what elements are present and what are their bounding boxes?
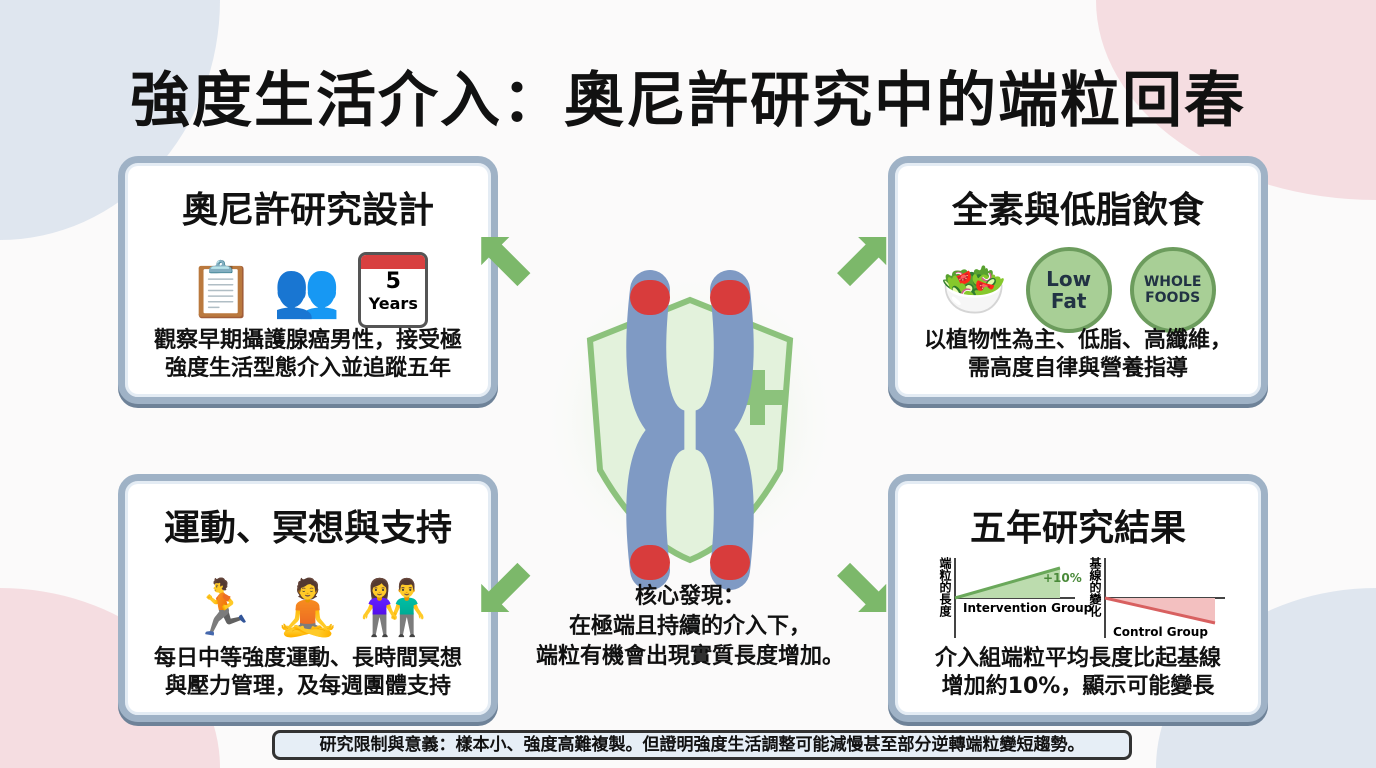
calendar-number: 5 [385,269,401,294]
card-desc-line: 增加約10%，顯示可能變長 [941,674,1215,699]
chromosome-shield-icon [540,270,840,590]
badge-text: Fat [1050,289,1087,313]
badge-text: Low [1046,267,1092,291]
card-desc-line: 介入組端粒平均長度比起基線 [934,646,1221,671]
page-title: 強度生活介入：奧尼許研究中的端粒回春 [130,66,1246,136]
y-axis-label: 基線的變化 [1088,557,1102,617]
intervention-trend [954,566,1061,600]
core-finding: 核心發現： 在極端且持續的介入下， 端粒有機會出現實質長度增加。 [510,582,870,672]
card-desc-line: 每日中等強度運動、長時間冥想 [153,646,462,671]
support-group-icon: 👫 [359,576,427,639]
card-title: 全素與低脂飲食 [951,190,1204,231]
runner-icon: 🏃 [189,576,257,639]
card-desc-line: 與壓力管理，及每週團體支持 [164,674,451,699]
card-desc-line: 強度生活型態介入並追蹤五年 [164,356,451,381]
card-title: 五年研究結果 [969,508,1186,549]
salad-plate-icon: 🥗 [940,258,1008,321]
calendar-label: Years [368,294,418,313]
intervention-label: Intervention Group [963,601,1093,615]
arrow-icon: ⬊ [830,540,898,633]
delta-label: +10% [1043,571,1082,585]
badge-text: FOODS [1145,290,1201,306]
control-label: Control Group [1113,625,1208,639]
core-line: 核心發現： [634,584,745,609]
badge-text: WHOLE [1143,274,1202,290]
y-axis-label: 端粒的長度 [938,557,952,617]
arrow-icon: ⬈ [830,210,898,303]
results-mini-chart [954,558,1225,638]
card-desc-line: 以植物性為主、低脂、高纖維， [923,328,1232,353]
card-title: 運動、冥想與支持 [163,508,452,549]
arrow-icon: ⬋ [470,540,538,633]
footer-note: 研究限制與意義：樣本小、強度高難複製。但證明強度生活調整可能減慢甚至部分逆轉端粒… [272,730,1132,760]
card-desc-line: 觀察早期攝護腺癌男性，接受極 [153,328,462,353]
card-title: 奧尼許研究設計 [181,190,434,231]
core-line: 端粒有機會出現實質長度增加。 [535,644,844,669]
arrow-icon: ⬉ [470,210,538,303]
control-trend [1104,596,1216,625]
card-results: 五年研究結果 端粒的長度 基線的變化 Intervention Group +1… [888,474,1268,722]
clipboard-icon: 📋 [187,258,255,321]
meditation-icon: 🧘 [274,576,342,639]
card-desc-line: 需高度自律與營養指導 [967,356,1188,381]
group-of-men-icon: 👥 [273,258,341,321]
card-exercise: 運動、冥想與支持 🏃 🧘 👫 每日中等強度運動、長時間冥想與壓力管理，及每週團體… [118,474,498,722]
core-line: 在極端且持續的介入下， [568,614,811,639]
